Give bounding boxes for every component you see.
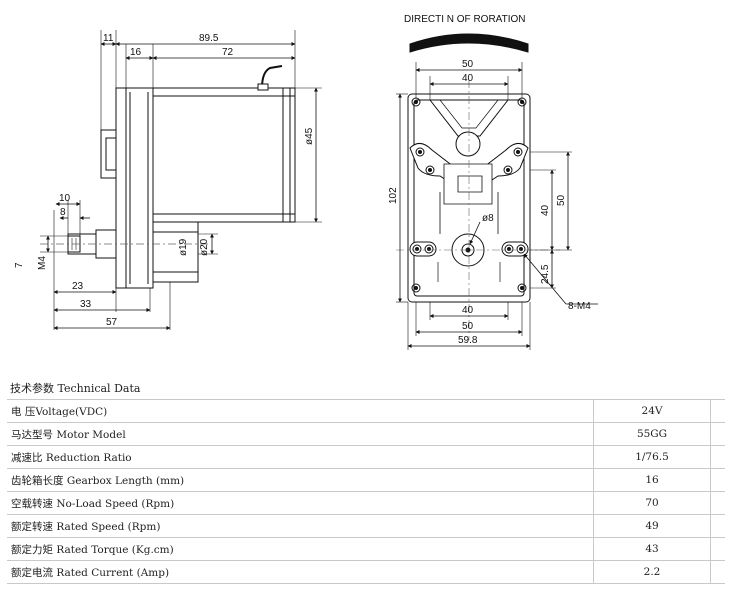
dim-bot-40: 40 (462, 305, 474, 316)
spec-label: 减速比 Reduction Ratio (7, 445, 594, 469)
dim-r40: 40 (540, 204, 551, 216)
spec-label: 齿轮箱长度 Gearbox Length (mm) (7, 468, 594, 492)
dim-phi45: ø45 (304, 127, 315, 145)
table-row: 齿轮箱长度 Gearbox Length (mm)16 (7, 468, 725, 492)
spec-label: 额定力矩 Rated Torque (Kg.cm) (7, 537, 594, 561)
spec-label: 额定电流 Rated Current (Amp) (7, 560, 594, 584)
spec-label: 电 压Voltage(VDC) (7, 399, 594, 423)
spec-value: 43 (592, 537, 712, 561)
spec-value: 2.2 (592, 560, 712, 584)
dim-7: 7 (14, 262, 25, 268)
dim-top-50: 50 (462, 59, 474, 70)
front-view (396, 33, 598, 350)
dim-72: 72 (222, 47, 234, 58)
direction-label: DIRECTI N OF RORATION (404, 14, 525, 25)
dim-23: 23 (72, 281, 84, 292)
dim-16: 16 (130, 47, 142, 58)
dim-57: 57 (106, 317, 118, 328)
spec-value: 16 (592, 468, 712, 492)
mount-flange (115, 87, 127, 289)
side-view (40, 30, 322, 330)
specs-title: 技术参数 Technical Data (10, 382, 141, 395)
table-row: 额定转速 Rated Speed (Rpm)49 (7, 514, 725, 538)
dim-8-m4: 8-M4 (568, 301, 591, 312)
gearbox-housing (152, 221, 199, 283)
dim-24-5: 24.5 (540, 264, 551, 284)
dim-89-5: 89.5 (199, 33, 219, 44)
dim-m4: M4 (37, 256, 48, 270)
table-row: 电 压Voltage(VDC)24V (7, 399, 725, 423)
dim-59-8: 59.8 (458, 335, 478, 346)
dim-phi20: ø20 (199, 238, 210, 256)
spec-label: 马达型号 Motor Model (7, 422, 594, 446)
side-view-labels: 11 89.5 16 72 ø45 10 8 7 M4 ø19 ø20 23 3… (14, 33, 315, 328)
dim-102: 102 (388, 187, 399, 204)
spec-value: 1/76.5 (592, 445, 712, 469)
spec-value: 70 (592, 491, 712, 515)
table-row: 额定力矩 Rated Torque (Kg.cm)43 (7, 537, 725, 561)
dim-r50: 50 (556, 194, 567, 206)
dim-11: 11 (103, 33, 114, 44)
rotation-arrow (409, 33, 529, 53)
table-row: 空载转速 No-Load Speed (Rpm)70 (7, 491, 725, 515)
spec-label: 空载转速 No-Load Speed (Rpm) (7, 491, 594, 515)
dim-33: 33 (80, 299, 92, 310)
dim-8: 8 (60, 207, 66, 218)
spec-value: 24V (592, 399, 712, 423)
spec-value: 55GG (592, 422, 712, 446)
technical-drawing: 11 89.5 16 72 ø45 10 8 7 M4 ø19 ø20 23 3… (14, 14, 598, 350)
spec-value: 49 (592, 514, 712, 538)
table-row: 额定电流 Rated Current (Amp)2.2 (7, 560, 725, 584)
dim-top-40: 40 (462, 73, 474, 84)
front-view-labels: DIRECTI N OF RORATION 50 40 102 ø8 40 50… (388, 14, 591, 346)
dim-phi8: ø8 (482, 213, 494, 224)
dim-10: 10 (59, 193, 71, 204)
dim-phi19: ø19 (178, 238, 189, 256)
dim-bot-50: 50 (462, 321, 474, 332)
spec-label: 额定转速 Rated Speed (Rpm) (7, 514, 594, 538)
corner-screws (411, 97, 527, 293)
motor-body (152, 87, 296, 223)
